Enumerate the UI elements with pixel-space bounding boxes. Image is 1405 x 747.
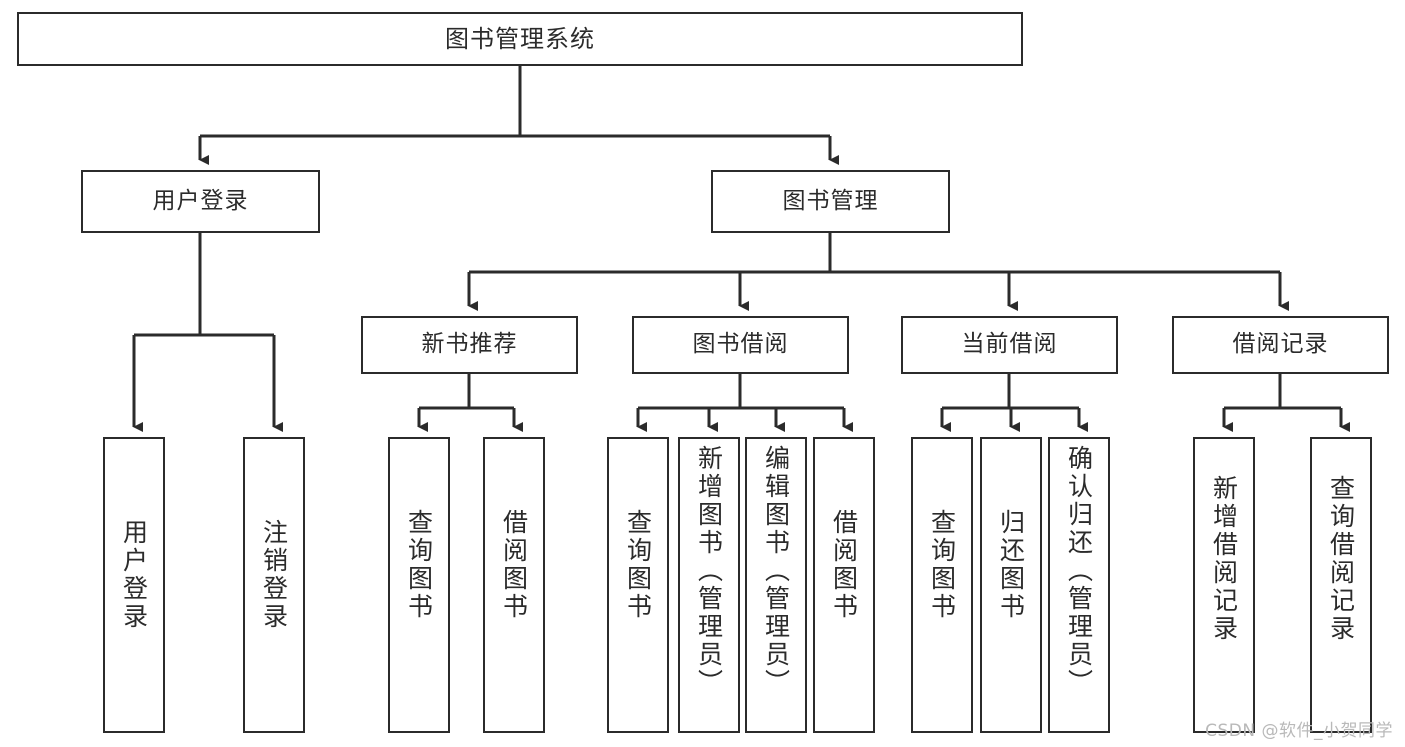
leaf-borrow-book-2-label: 借阅图书 — [829, 509, 859, 621]
leaf-logout-label: 注销登录 — [259, 519, 289, 631]
node-book-borrow[interactable]: 图书借阅 — [632, 316, 849, 374]
node-current-borrow[interactable]: 当前借阅 — [901, 316, 1118, 374]
leaf-return-book[interactable]: 归还图书 — [980, 437, 1042, 733]
leaf-query-record[interactable]: 查询借阅记录 — [1310, 437, 1372, 733]
node-book-borrow-label: 图书借阅 — [692, 331, 789, 358]
node-book-manage-label: 图书管理 — [782, 187, 879, 214]
leaf-return-book-label: 归还图书 — [996, 509, 1026, 621]
leaf-query-book-1[interactable]: 查询图书 — [388, 437, 450, 733]
leaf-confirm-return-label: 确认归还（管理员） — [1064, 445, 1094, 697]
leaf-user-login-label: 用户登录 — [119, 519, 149, 631]
node-root[interactable]: 图书管理系统 — [17, 12, 1023, 66]
leaf-query-book-2[interactable]: 查询图书 — [607, 437, 669, 733]
leaf-confirm-return[interactable]: 确认归还（管理员） — [1048, 437, 1110, 733]
leaf-query-book-3[interactable]: 查询图书 — [911, 437, 973, 733]
leaf-user-login[interactable]: 用户登录 — [103, 437, 165, 733]
node-new-book-recommend[interactable]: 新书推荐 — [361, 316, 578, 374]
node-borrow-record-label: 借阅记录 — [1232, 331, 1329, 358]
leaf-borrow-book-1[interactable]: 借阅图书 — [483, 437, 545, 733]
leaf-borrow-book-1-label: 借阅图书 — [499, 509, 529, 621]
leaf-edit-book-label: 编辑图书（管理员） — [761, 445, 791, 697]
watermark: CSDN @软件_小贺同学 — [1205, 721, 1393, 741]
node-new-book-recommend-label: 新书推荐 — [421, 331, 518, 358]
leaf-add-book-label: 新增图书（管理员） — [694, 445, 724, 697]
leaf-add-record-label: 新增借阅记录 — [1209, 475, 1239, 643]
node-root-label: 图书管理系统 — [445, 24, 595, 53]
node-book-manage[interactable]: 图书管理 — [711, 170, 950, 233]
leaf-query-book-2-label: 查询图书 — [623, 509, 653, 621]
node-user-login[interactable]: 用户登录 — [81, 170, 320, 233]
leaf-logout[interactable]: 注销登录 — [243, 437, 305, 733]
leaf-query-book-3-label: 查询图书 — [927, 509, 957, 621]
leaf-query-book-1-label: 查询图书 — [404, 509, 434, 621]
leaf-add-record[interactable]: 新增借阅记录 — [1193, 437, 1255, 733]
node-user-login-label: 用户登录 — [152, 187, 249, 214]
leaf-add-book[interactable]: 新增图书（管理员） — [678, 437, 740, 733]
leaf-edit-book[interactable]: 编辑图书（管理员） — [745, 437, 807, 733]
leaf-borrow-book-2[interactable]: 借阅图书 — [813, 437, 875, 733]
node-current-borrow-label: 当前借阅 — [961, 331, 1058, 358]
leaf-query-record-label: 查询借阅记录 — [1326, 475, 1356, 643]
node-borrow-record[interactable]: 借阅记录 — [1172, 316, 1389, 374]
